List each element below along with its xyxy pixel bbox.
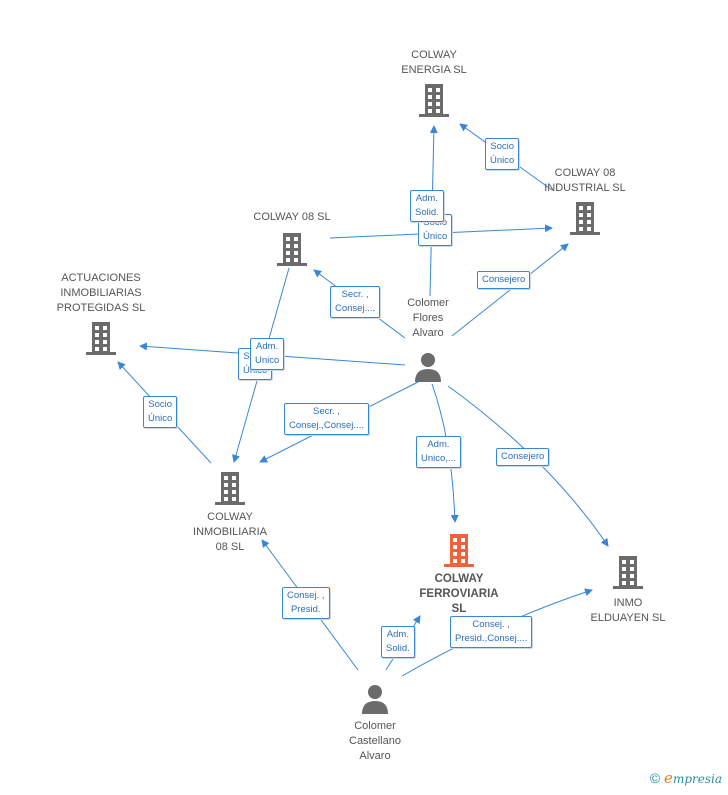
node-label: COLWAY INMOBILIARIA 08 SL — [193, 511, 267, 553]
edge-flores-to-industrial — [451, 243, 569, 337]
node-colway-ferroviaria[interactable]: COLWAY FERROVIARIA SL — [412, 532, 506, 617]
edge-label-flores-c08[interactable]: Secr. , Consej.... — [330, 286, 381, 318]
edge-label-flores-ferroviaria[interactable]: Adm. Unico,... — [416, 436, 461, 468]
building-icon — [86, 322, 116, 355]
node-colway-08[interactable]: COLWAY 08 SL — [240, 210, 344, 267]
person-icon — [415, 353, 441, 382]
node-label: Colomer Castellano Alvaro — [349, 720, 401, 762]
edge-label-castellano-inmo08[interactable]: Consej. , Presid. — [282, 587, 330, 619]
node-label: COLWAY 08 INDUSTRIAL SL — [544, 167, 626, 194]
empresia-watermark: © empresia — [650, 769, 722, 787]
edge-label-inmo08-actuaciones[interactable]: Socio Único — [143, 396, 178, 428]
node-person-colomer-castellano[interactable]: Colomer Castellano Alvaro — [330, 683, 420, 764]
edge-label-flores-actuaciones[interactable]: Adm. Unico — [250, 338, 285, 370]
building-icon — [444, 534, 474, 567]
building-icon — [570, 202, 600, 235]
copyright-icon: © — [649, 770, 661, 786]
edge-label-castellano-ferroviaria[interactable]: Adm. Solid. — [381, 626, 415, 658]
node-inmo-elduayen[interactable]: INMO ELDUAYEN SL — [580, 554, 676, 626]
node-label: INMO ELDUAYEN SL — [590, 597, 666, 624]
building-icon — [215, 472, 245, 505]
node-label: COLWAY ENERGIA SL — [401, 49, 467, 76]
node-label: ACTUACIONES INMOBILIARIAS PROTEGIDAS SL — [56, 272, 146, 314]
person-icon — [362, 685, 388, 714]
brand-initial: e — [664, 769, 673, 787]
node-colway-08-industrial[interactable]: COLWAY 08 INDUSTRIAL SL — [530, 166, 640, 236]
node-actuaciones-inmobiliarias[interactable]: ACTUACIONES INMOBILIARIAS PROTEGIDAS SL — [46, 271, 156, 356]
edge-flores-to-elduayen — [447, 385, 609, 547]
edge-label-flores-inmo08[interactable]: Secr. , Consej.,Consej.... — [284, 403, 369, 435]
edge-label-flores-industrial[interactable]: Consejero — [477, 271, 531, 289]
edge-label-flores-energia[interactable]: Adm. Solid. — [410, 190, 444, 222]
brand-rest: mpresia — [672, 772, 722, 786]
node-colway-inmobiliaria-08[interactable]: COLWAY INMOBILIARIA 08 SL — [180, 470, 280, 555]
node-label: Colomer Flores Alvaro — [407, 297, 449, 339]
building-icon — [613, 556, 643, 589]
brand-logo: empresia — [664, 769, 722, 787]
node-person-colomer-flores[interactable]: Colomer Flores Alvaro — [388, 296, 468, 383]
node-colway-energia[interactable]: COLWAY ENERGIA SL — [384, 48, 484, 118]
edge-label-flores-elduayen[interactable]: Consejero — [496, 448, 550, 466]
node-label: COLWAY FERROVIARIA SL — [419, 573, 499, 615]
edge-label-castellano-elduayen[interactable]: Consej. , Presid.,Consej.... — [450, 616, 533, 648]
building-icon — [419, 84, 449, 117]
node-label: COLWAY 08 SL — [253, 211, 331, 223]
edge-label-industrial-energia[interactable]: Socio Único — [485, 138, 520, 170]
building-icon — [277, 233, 307, 266]
